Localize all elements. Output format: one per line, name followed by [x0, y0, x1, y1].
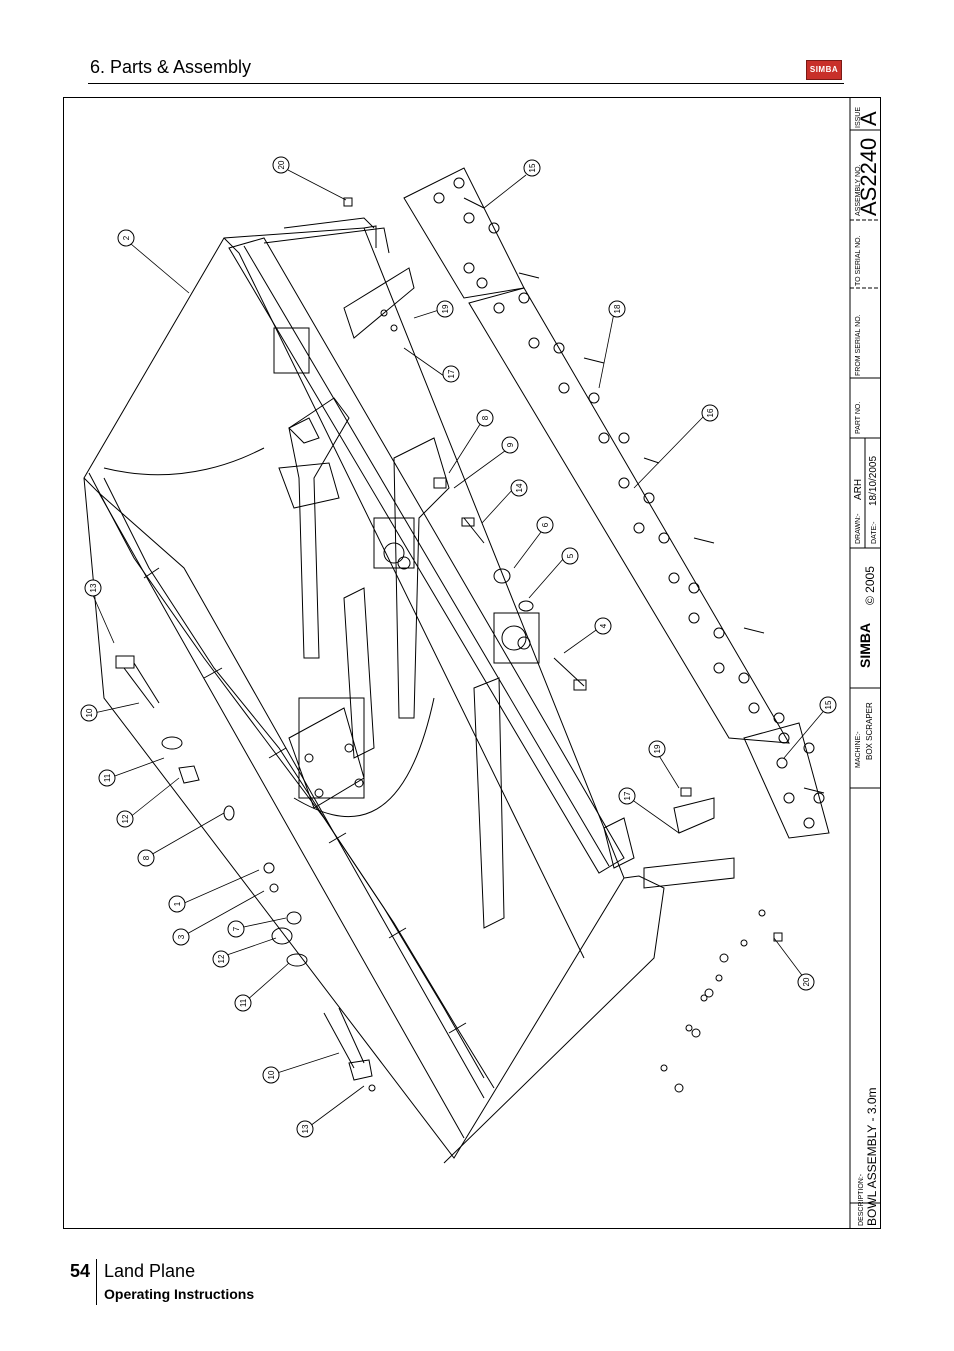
callout-13-lower: 13 — [296, 1120, 314, 1138]
svg-text:17: 17 — [623, 791, 632, 800]
svg-text:15: 15 — [528, 163, 537, 172]
svg-text:20: 20 — [802, 977, 811, 986]
front-edge — [88, 472, 495, 1089]
mounting-plates — [288, 267, 735, 889]
callout-16: 16 — [701, 404, 719, 422]
svg-text:4: 4 — [599, 623, 608, 628]
callout-5: 5 — [561, 547, 579, 565]
callout-6: 6 — [536, 516, 554, 534]
callout-17-lower: 17 — [618, 787, 636, 805]
blade-strips — [403, 167, 830, 839]
callout-19-lower: 19 — [648, 740, 666, 758]
part-no-label: PART NO. — [855, 402, 862, 434]
blade-bolts — [433, 177, 825, 829]
issue-label: ISSUE — [855, 107, 862, 128]
footer-subtitle: Operating Instructions — [104, 1286, 255, 1302]
simba-logo: SIMBA — [806, 60, 842, 80]
svg-text:18: 18 — [613, 304, 622, 313]
svg-text:7: 7 — [232, 926, 241, 931]
date-label: DATE:- — [871, 521, 878, 544]
title-block: ISSUE A ASSEMBLY NO. AS2240 TO SERIAL NO… — [849, 98, 880, 1228]
footer-divider — [96, 1259, 97, 1305]
drawing-frame: 20 2 15 19 17 18 8 9 16 14 6 5 4 13 10 1… — [63, 97, 881, 1229]
svg-text:10: 10 — [267, 1070, 276, 1079]
section-title: 6. Parts & Assembly — [90, 57, 252, 77]
to-serial-label: TO SERIAL NO. — [855, 235, 862, 286]
from-serial-label: FROM SERIAL NO. — [855, 314, 862, 376]
issue-value: A — [856, 111, 880, 126]
machine-value: BOX SCRAPER — [865, 702, 874, 760]
svg-text:17: 17 — [447, 369, 456, 378]
callout-7: 7 — [227, 920, 245, 938]
callout-1: 1 — [168, 895, 186, 913]
footer-title: Land Plane — [104, 1261, 196, 1281]
callout-11-left: 11 — [98, 769, 116, 787]
callout-20-lower: 20 — [797, 973, 815, 991]
callout-13-left: 13 — [84, 579, 102, 597]
callout-4: 4 — [594, 617, 612, 635]
simba-brand: SIMBA — [857, 623, 873, 668]
drawn-label: DRAWN:- — [855, 513, 862, 544]
callouts: 20 2 15 19 17 18 8 9 16 14 6 5 4 13 10 1… — [80, 156, 837, 1138]
callout-11-lower: 11 — [234, 994, 252, 1012]
callout-14: 14 — [510, 479, 528, 497]
date-value: 18/10/2005 — [868, 456, 879, 506]
svg-text:10: 10 — [85, 708, 94, 717]
copyright: © 2005 — [863, 566, 877, 605]
svg-text:5: 5 — [566, 553, 575, 558]
callout-leaders — [91, 169, 828, 1127]
svg-text:14: 14 — [515, 483, 524, 492]
callout-3: 3 — [172, 928, 190, 946]
callout-8-top: 8 — [476, 409, 494, 427]
svg-text:2: 2 — [122, 235, 131, 240]
assembly-no: AS2240 — [856, 138, 880, 216]
svg-text:12: 12 — [217, 954, 226, 963]
svg-text:11: 11 — [103, 773, 112, 782]
callout-9: 9 — [501, 436, 519, 454]
header-rule — [88, 83, 844, 84]
callout-10-lower: 10 — [262, 1066, 280, 1084]
left-hardware — [115, 197, 783, 1092]
bowl-body — [83, 217, 665, 1164]
svg-text:20: 20 — [277, 160, 286, 169]
svg-text:12: 12 — [121, 814, 130, 823]
end-plate-holes — [660, 909, 766, 1093]
callout-2: 2 — [117, 229, 135, 247]
svg-text:9: 9 — [506, 442, 515, 447]
frame-beams — [228, 227, 635, 929]
callout-20-top: 20 — [272, 156, 290, 174]
svg-text:13: 13 — [301, 1124, 310, 1133]
callout-8-left: 8 — [137, 849, 155, 867]
svg-text:8: 8 — [481, 415, 490, 420]
callout-18: 18 — [608, 300, 626, 318]
assembly-no-label: ASSEMBLY NO. — [855, 164, 862, 216]
logo-text: SIMBA — [809, 65, 839, 74]
svg-text:3: 3 — [177, 934, 186, 939]
svg-text:19: 19 — [441, 304, 450, 313]
exploded-parts-drawing: 20 2 15 19 17 18 8 9 16 14 6 5 4 13 10 1… — [80, 98, 880, 1228]
machine-label: MACHINE:- — [855, 731, 862, 768]
svg-text:15: 15 — [824, 700, 833, 709]
callout-15-top: 15 — [523, 159, 541, 177]
description-value: BOWL ASSEMBLY - 3.0m — [865, 1088, 879, 1227]
svg-text:16: 16 — [706, 408, 715, 417]
svg-text:11: 11 — [239, 998, 248, 1007]
callout-10-left: 10 — [80, 704, 98, 722]
svg-text:19: 19 — [653, 744, 662, 753]
svg-text:8: 8 — [142, 855, 151, 860]
svg-text:13: 13 — [89, 583, 98, 592]
svg-text:1: 1 — [173, 901, 182, 906]
callout-12-left: 12 — [116, 810, 134, 828]
callout-19-top: 19 — [436, 300, 454, 318]
callout-12-lower: 12 — [212, 950, 230, 968]
description-label: DESCRIPTION:- — [858, 1173, 865, 1226]
svg-text:6: 6 — [541, 522, 550, 527]
page-number: 54 — [70, 1261, 91, 1281]
drawn-by: ARH — [853, 479, 864, 500]
callout-15-lower: 15 — [819, 696, 837, 714]
callout-17-top: 17 — [442, 365, 460, 383]
